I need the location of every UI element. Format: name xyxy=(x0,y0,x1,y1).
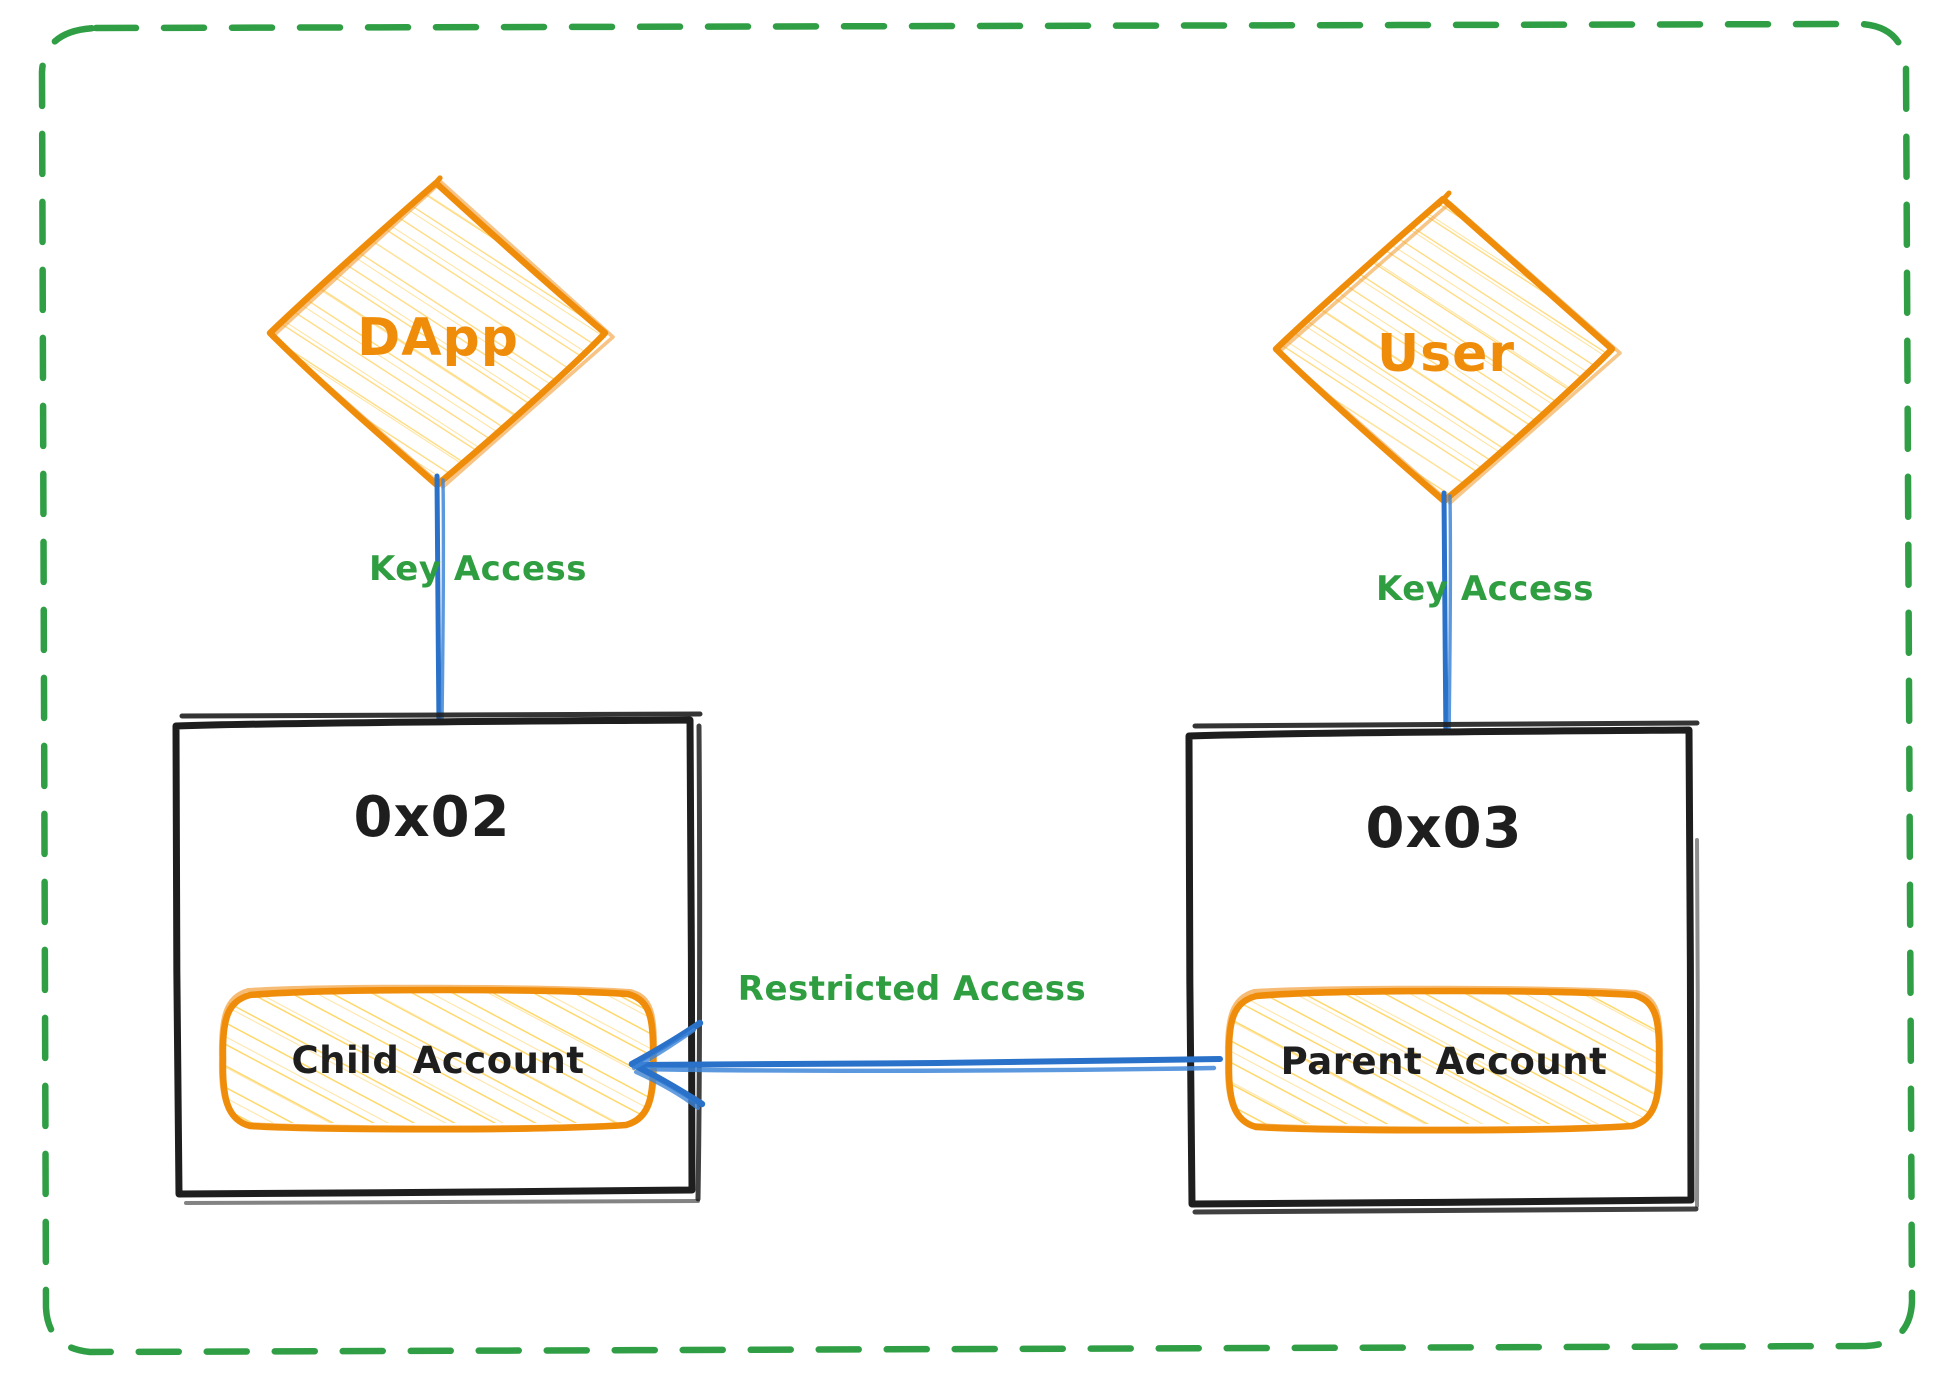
edge-user-line-b xyxy=(1447,494,1453,742)
node-child-account[interactable]: Child Account xyxy=(218,984,658,1133)
box-0x03-outline xyxy=(1185,726,1695,1208)
node-dapp[interactable]: DApp xyxy=(266,175,615,489)
parent-account-hatch-2 xyxy=(1229,994,1657,1124)
node-dapp-label: DApp xyxy=(357,308,519,368)
node-user[interactable]: User xyxy=(1272,190,1622,505)
restricted-arrow-shaft-a xyxy=(633,1056,1223,1068)
restricted-arrowhead-upper xyxy=(628,1019,704,1068)
restricted-arrowhead-lower-ghost xyxy=(634,1070,700,1110)
dapp-corner-flourish xyxy=(430,175,443,189)
box-0x03-label: 0x03 xyxy=(1365,796,1522,861)
edge-dapp-line-b xyxy=(440,478,446,726)
user-corner-flourish xyxy=(1435,190,1452,208)
box-0x02-outline xyxy=(172,716,696,1198)
box-0x03-top-ghost xyxy=(1192,720,1700,729)
outer-dashed-boundary xyxy=(38,20,1916,1356)
child-account-hatch-2 xyxy=(222,993,652,1123)
edge-dapp-to-0x02[interactable]: Key Access xyxy=(369,473,587,729)
box-0x02-top-ghost xyxy=(179,711,703,719)
parent-account-label: Parent Account xyxy=(1281,1040,1608,1083)
node-parent-account[interactable]: Parent Account xyxy=(1224,985,1664,1134)
box-0x03-bottom-ghost xyxy=(1192,1206,1699,1215)
node-account-0x03[interactable]: 0x03 xyxy=(1185,720,1700,1215)
edge-user-to-0x03[interactable]: Key Access xyxy=(1376,490,1594,745)
box-0x02-bottom-ghost xyxy=(184,1199,700,1205)
edge-parent-to-child[interactable]: Restricted Access xyxy=(628,969,1223,1110)
restricted-arrowhead-upper-ghost xyxy=(632,1028,696,1070)
parent-account-outline xyxy=(1225,987,1663,1134)
box-0x03-right-ghost xyxy=(1695,838,1700,1208)
edge-dapp-line-a xyxy=(434,473,442,729)
node-user-label: User xyxy=(1377,324,1515,384)
child-account-label: Child Account xyxy=(291,1039,584,1082)
edge-dapp-label: Key Access xyxy=(369,549,587,589)
box-0x02-right-ghost xyxy=(695,723,703,1202)
restricted-access-label: Restricted Access xyxy=(738,969,1086,1009)
restricted-arrow-shaft-b xyxy=(637,1065,1217,1074)
box-0x02-label: 0x02 xyxy=(353,785,510,850)
child-account-outline xyxy=(219,986,657,1133)
edge-user-line-a xyxy=(1441,490,1449,745)
edge-user-label: Key Access xyxy=(1376,569,1594,609)
